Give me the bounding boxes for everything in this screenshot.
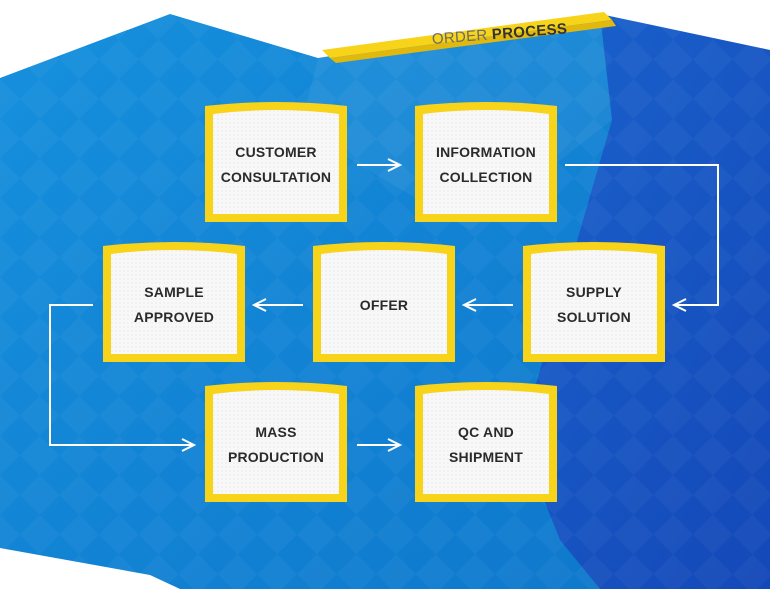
arrow-offer-to-sample xyxy=(251,298,303,312)
step-label-line: COLLECTION xyxy=(439,169,533,185)
step-label-sample-approved: SAMPLE APPROVED xyxy=(111,262,237,348)
step-card-shape xyxy=(205,102,347,222)
arrow-head xyxy=(461,298,477,312)
step-sample-approved: SAMPLE APPROVED xyxy=(103,242,245,362)
arrow-head xyxy=(181,438,197,452)
step-label-information-collection: INFORMATION COLLECTION xyxy=(423,122,549,208)
step-label-mass-production: MASS PRODUCTION xyxy=(213,402,339,488)
step-label-line: QC AND xyxy=(458,424,514,440)
step-information-collection: INFORMATION COLLECTION xyxy=(415,102,557,222)
step-card-shape xyxy=(313,242,455,362)
arrow-head xyxy=(251,298,267,312)
step-label-line: APPROVED xyxy=(133,309,215,325)
step-label-qc-and-shipment: QC AND SHIPMENT xyxy=(423,402,549,488)
step-card-shape xyxy=(415,382,557,502)
step-card-shape xyxy=(103,242,245,362)
arrow-sample-to-mass xyxy=(49,304,197,452)
arrow-supply-to-offer xyxy=(461,298,513,312)
step-label-line: INFORMATION xyxy=(436,144,536,160)
connector-line xyxy=(565,164,719,306)
arrow-mass-to-qc xyxy=(357,438,403,452)
step-offer: OFFER xyxy=(313,242,455,362)
step-label-line: SOLUTION xyxy=(557,309,631,325)
step-card-shape xyxy=(205,382,347,502)
banner-ribbon xyxy=(322,12,612,58)
step-label-customer-consultation: CUSTOMER CONSULTATION xyxy=(213,122,339,208)
step-label-offer: OFFER xyxy=(321,262,447,348)
connector-line xyxy=(49,304,194,446)
step-label-supply-solution: SUPPLY SOLUTION xyxy=(531,262,657,348)
arrow-customer-to-information xyxy=(357,158,403,172)
step-mass-production: MASS PRODUCTION xyxy=(205,382,347,502)
arrow-information-to-supply xyxy=(565,164,719,312)
step-label-line: SUPPLY xyxy=(566,284,622,300)
step-card-shape xyxy=(523,242,665,362)
step-customer-consultation: CUSTOMER CONSULTATION xyxy=(205,102,347,222)
step-qc-and-shipment: QC AND SHIPMENT xyxy=(415,382,557,502)
arrow-head xyxy=(671,298,687,312)
step-label-line: PRODUCTION xyxy=(227,449,325,465)
step-label-line: CUSTOMER xyxy=(235,144,317,160)
arrow-head xyxy=(387,158,403,172)
step-card-shape xyxy=(415,102,557,222)
step-label-line: MASS xyxy=(255,424,297,440)
step-label-line: SAMPLE xyxy=(144,284,204,300)
step-label-line: SHIPMENT xyxy=(449,449,523,465)
arrow-head xyxy=(387,438,403,452)
step-label-line: CONSULTATION xyxy=(220,169,332,185)
step-supply-solution: SUPPLY SOLUTION xyxy=(523,242,665,362)
step-label-line: OFFER xyxy=(359,296,409,313)
